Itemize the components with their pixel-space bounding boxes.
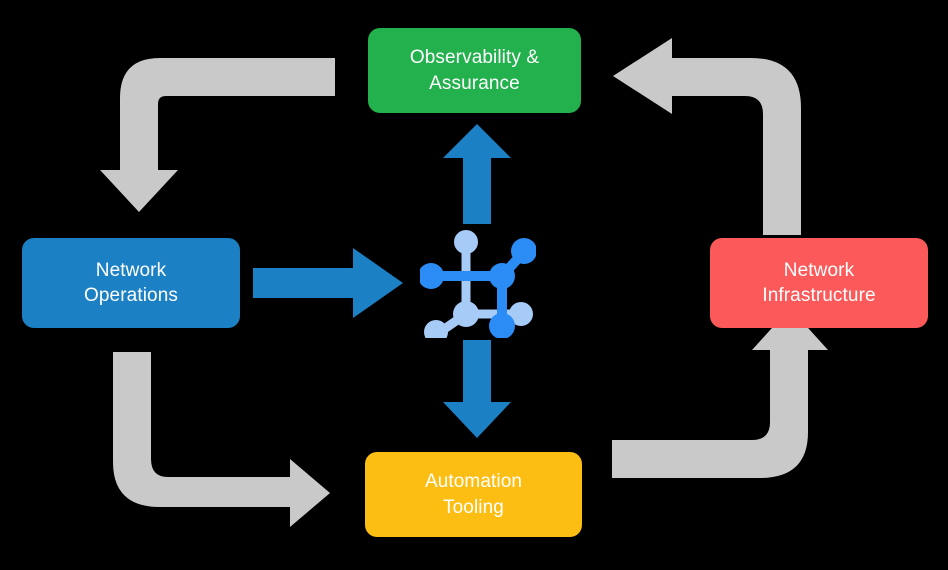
icon-node-bottom-dark [489,313,515,338]
node-label-line2: Infrastructure [762,285,876,306]
icon-node-center-dark [489,263,515,289]
icon-node-bottom-left-light [424,320,448,338]
icon-node-right-light [509,302,533,326]
blue-arrow-netops-to-hub [253,248,403,318]
node-label-observability-assurance: Observability & Assurance [394,45,555,95]
node-label-line1: Network [783,259,855,281]
icon-node-mid-left-light [453,301,479,327]
node-label-line2: Assurance [429,72,520,94]
icon-node-top-light [454,230,478,254]
blue-arrow-hub-to-observability [443,124,511,224]
node-label-line2: Operations [84,285,178,306]
node-label-line1: Automation [424,471,523,493]
node-box-observability-assurance[interactable]: Observability & Assurance [368,28,581,113]
node-label-line2: Tooling [443,496,504,518]
blue-arrow-hub-to-automation [443,340,511,438]
gray-arrow-netinfra-to-observability [613,38,801,235]
icon-node-top-right-dark [511,238,536,264]
network-topology-icon [420,230,536,338]
gray-arrow-observability-to-netops [100,58,335,212]
node-label-line1: Observability & [409,47,540,69]
gray-arrow-netops-to-automation [113,352,330,527]
node-label-line1: Network [95,259,167,281]
gray-arrow-automation-to-netinfra [612,308,828,478]
icon-node-left-dark [420,263,444,289]
